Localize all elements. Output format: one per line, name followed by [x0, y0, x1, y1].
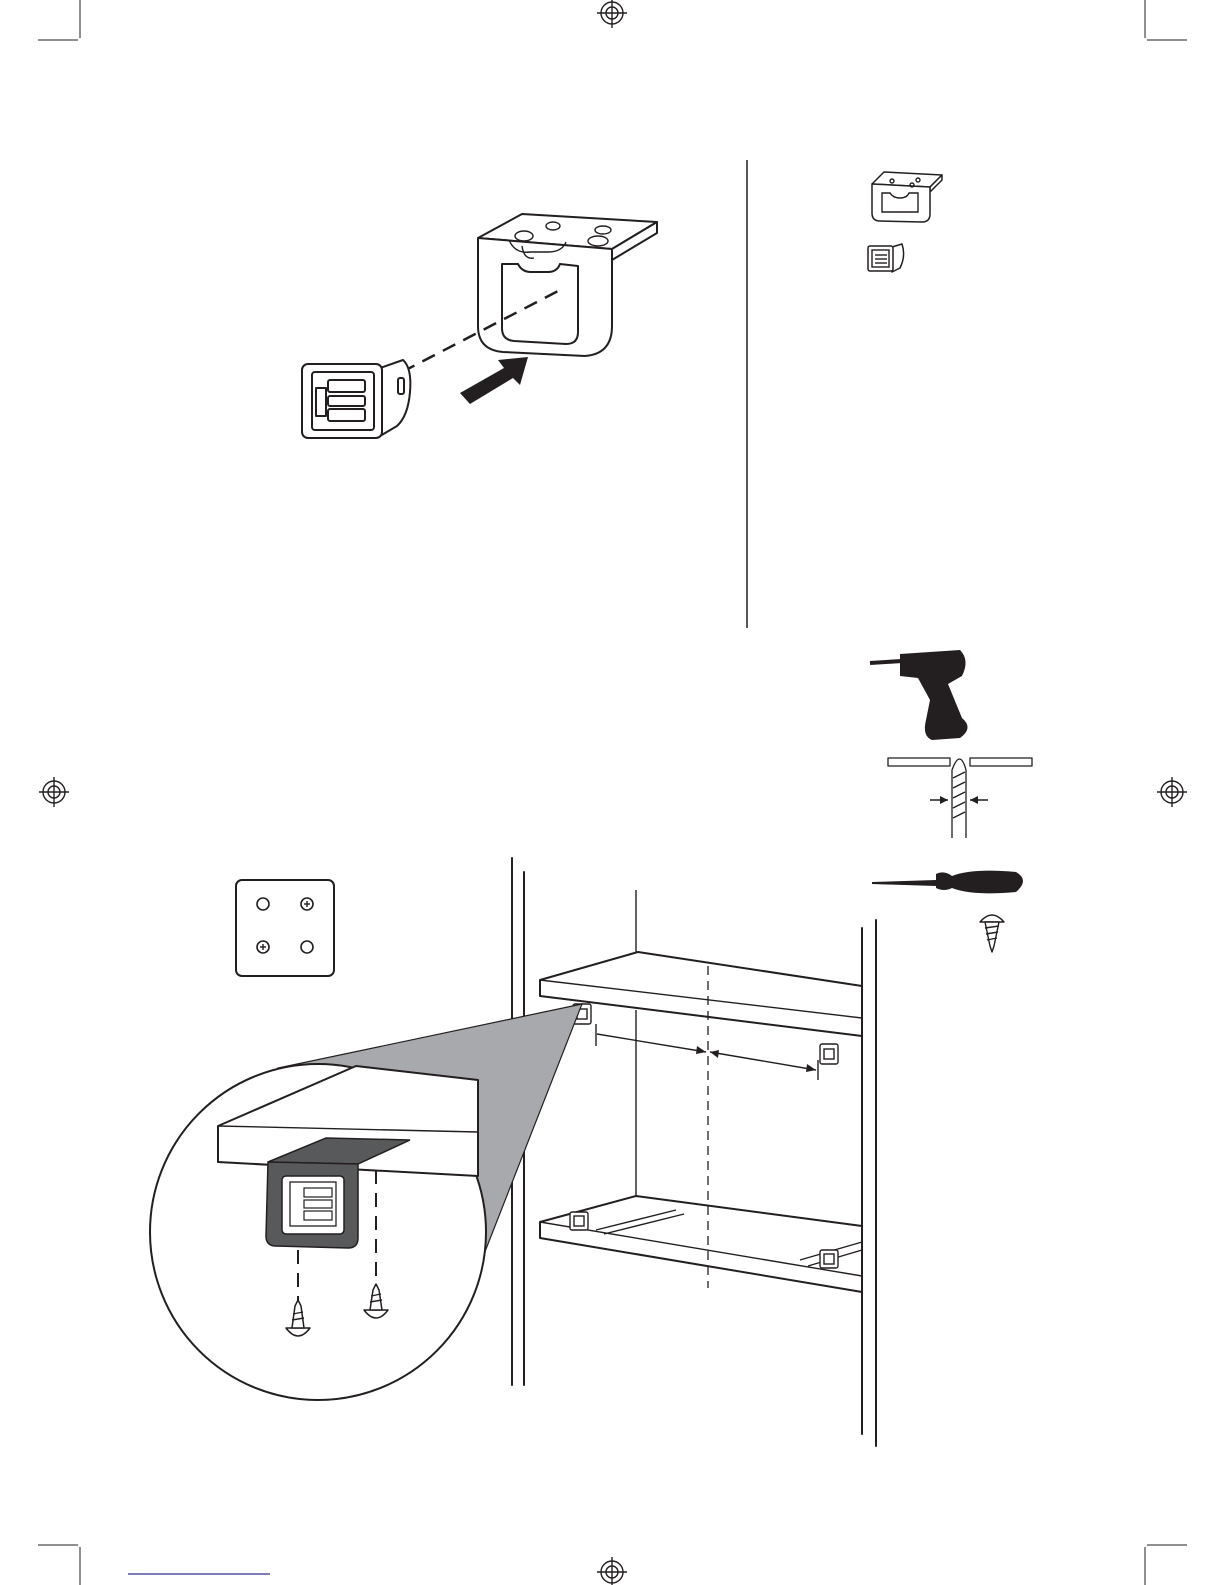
mounted-bracket-top-right — [820, 1044, 838, 1064]
magnifier — [150, 1004, 582, 1400]
parts-list — [868, 172, 942, 272]
latch-insert-icon — [868, 244, 904, 272]
registration-mark-left — [39, 777, 69, 807]
step-insert-latch — [302, 214, 657, 438]
cabinet — [512, 858, 876, 1446]
mounted-bracket-bottom-right — [820, 1250, 838, 1268]
registration-mark-top — [597, 0, 627, 28]
bottom-shelf — [540, 1196, 862, 1292]
bracket-icon — [872, 172, 942, 222]
distance-arrows — [596, 1024, 818, 1080]
mounted-bracket-bottom-left — [570, 1212, 588, 1230]
bracket — [478, 214, 657, 356]
screwdriver-icon — [872, 871, 1023, 894]
latch-insert — [302, 360, 410, 438]
push-arrow — [460, 357, 528, 404]
hole-template — [236, 880, 334, 976]
drill-bit-icon — [888, 758, 1032, 838]
tools — [870, 650, 1032, 952]
screw-icon — [980, 915, 1004, 952]
registration-mark-right — [1157, 777, 1187, 807]
drill-icon — [870, 650, 968, 740]
registration-mark-bottom — [597, 1557, 627, 1585]
